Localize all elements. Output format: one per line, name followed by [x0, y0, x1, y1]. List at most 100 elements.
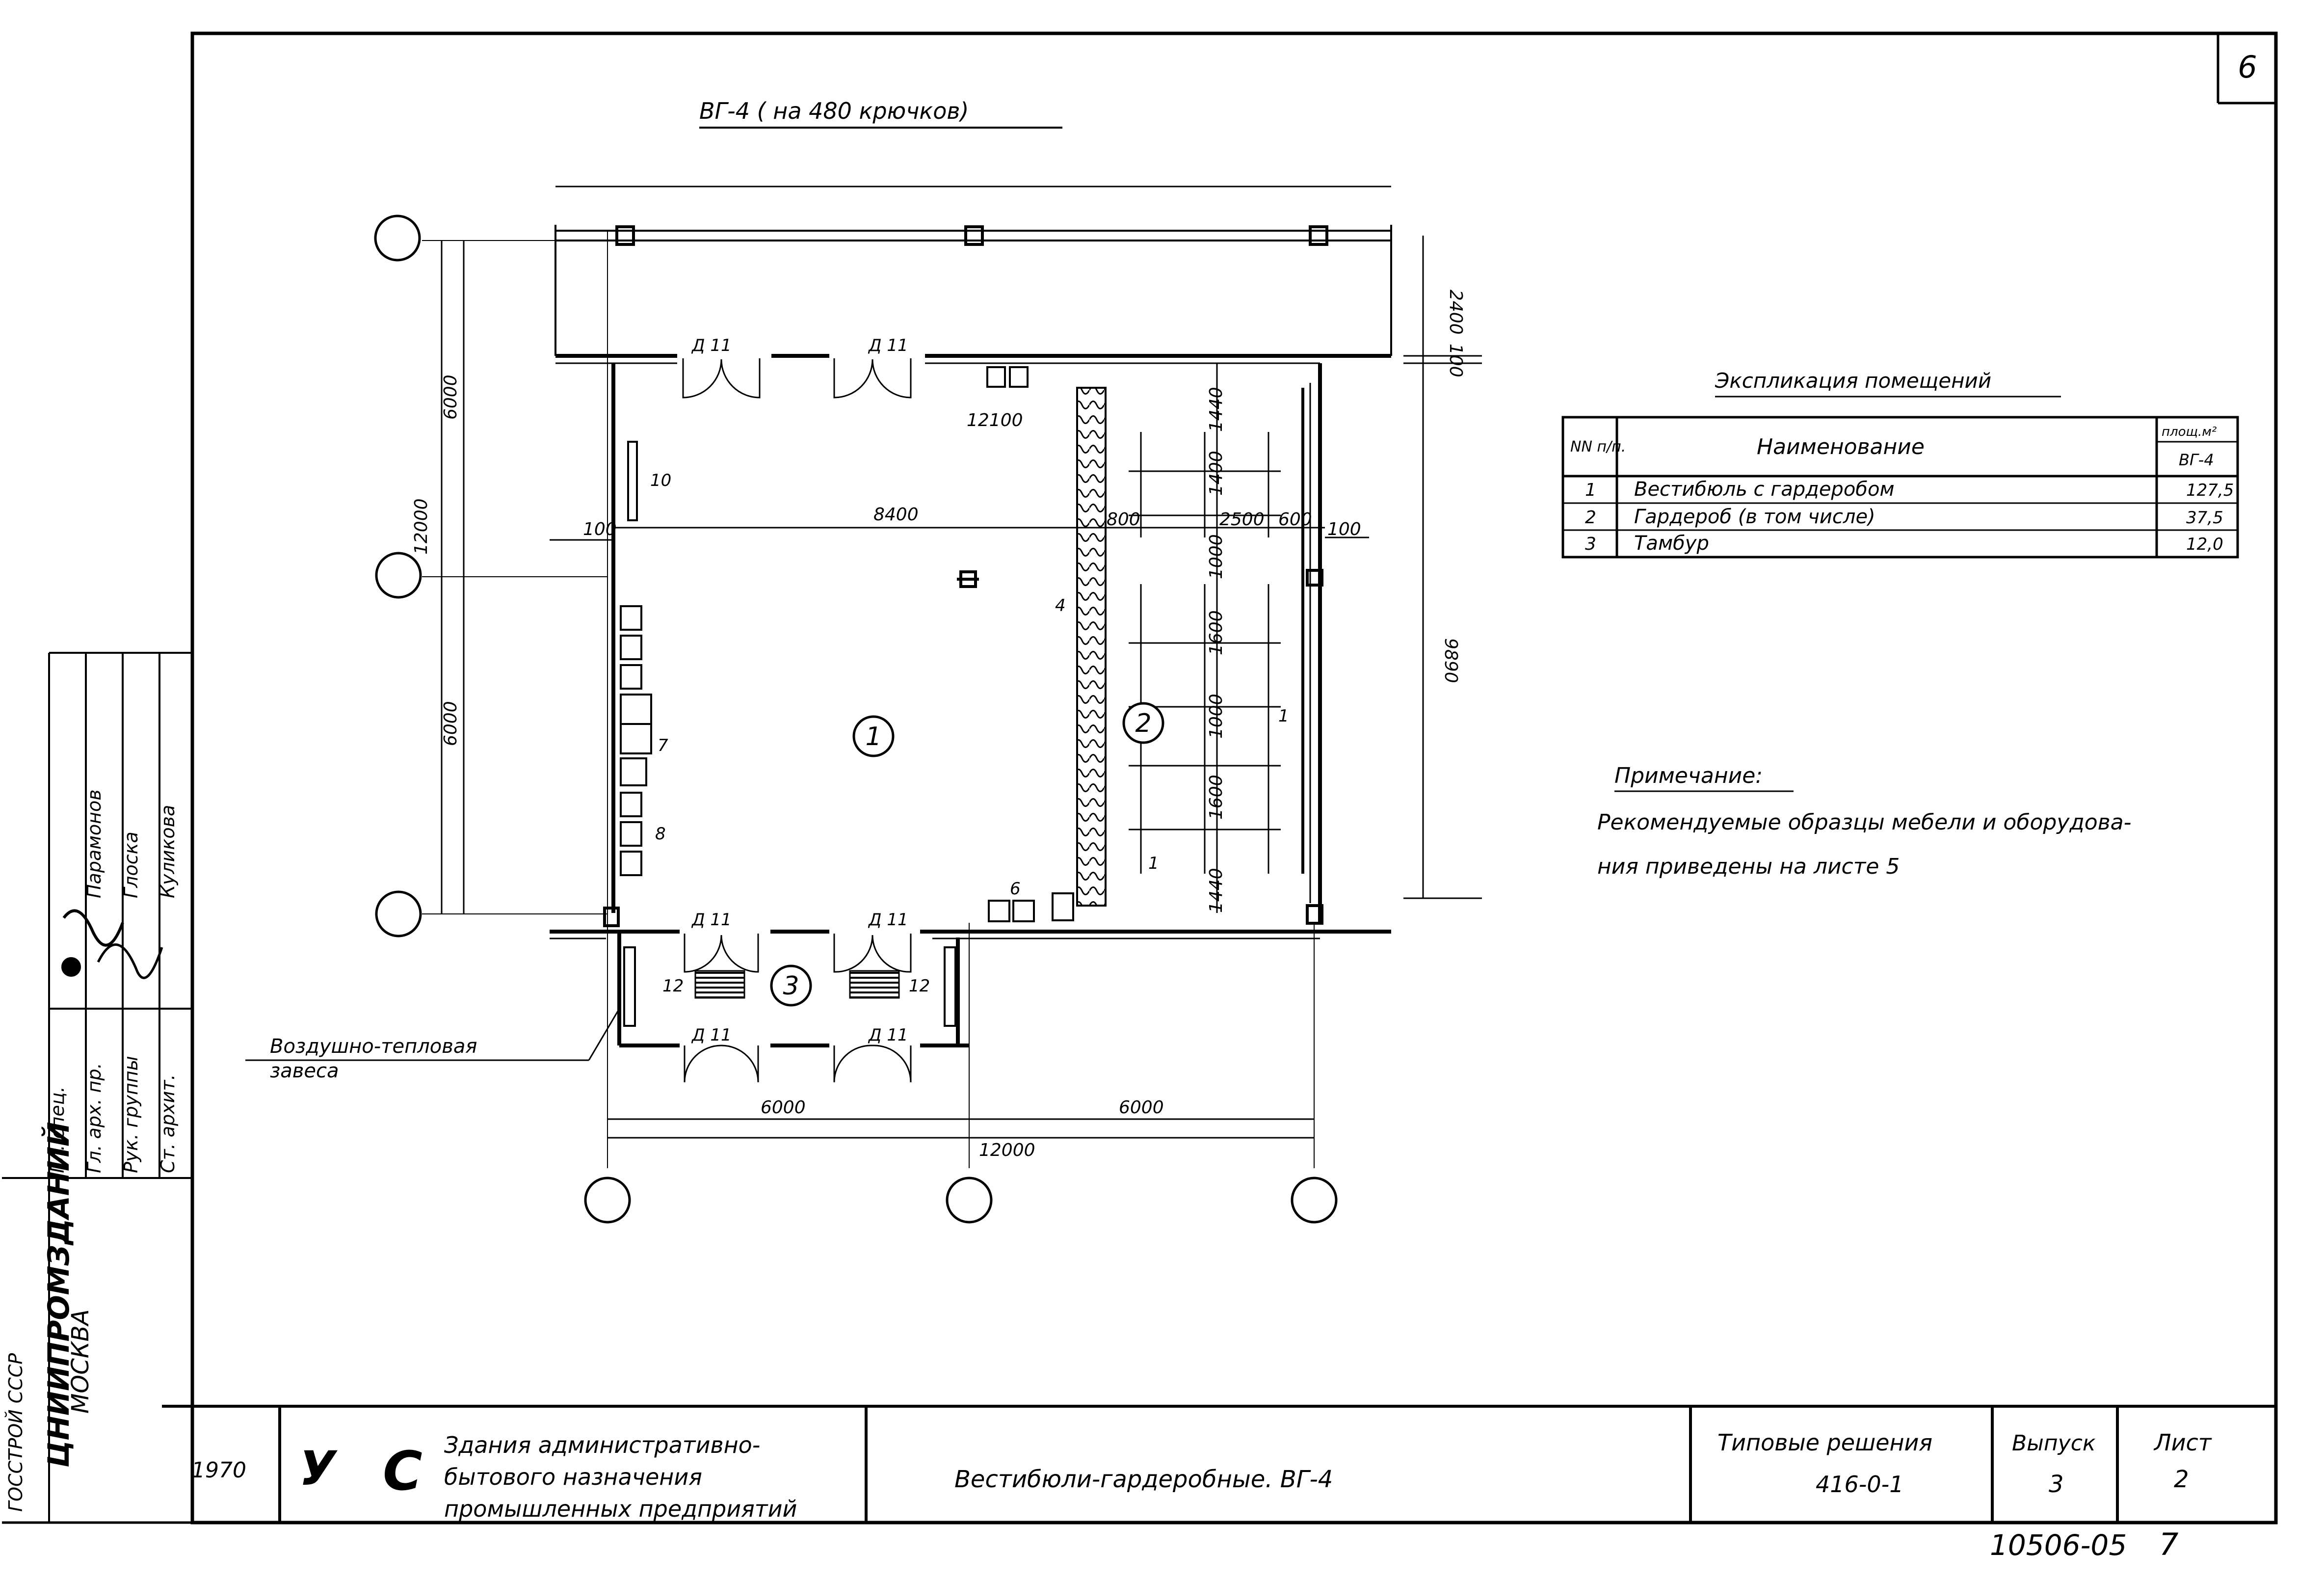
dim-100-right: 100	[1327, 519, 1361, 539]
bottom-boxes	[988, 892, 1074, 922]
explication-header-name: Наименование	[1757, 434, 1925, 459]
item-label-1b: 1	[1148, 854, 1159, 873]
door-label-top-1: Д 11	[691, 336, 732, 355]
dim-left-6000-bottom: 6000	[441, 701, 461, 746]
title-block	[162, 1405, 2276, 1523]
sheet-label: Лист	[2153, 1429, 2212, 1456]
doors	[682, 358, 912, 1083]
dim-col-1600-a: 1600	[1206, 610, 1226, 655]
dim-800: 800	[1107, 509, 1140, 530]
wall-equipment	[620, 441, 652, 876]
stamp-org-3: МОСКВА	[67, 1309, 94, 1414]
issue-label: Выпуск	[2012, 1431, 2096, 1456]
series-label: Типовые решения	[1717, 1429, 1932, 1456]
dim-9890: 9890	[1441, 638, 1461, 683]
explication-row-2-area: 37,5	[2186, 508, 2223, 528]
item-label-12b: 12	[909, 976, 930, 996]
dim-col-1600-b: 1600	[1206, 775, 1226, 820]
dim-100-left: 100	[583, 519, 617, 539]
title-mark-u: У	[299, 1441, 338, 1496]
door-label-mid-1: Д 11	[691, 910, 732, 930]
item-label-7: 7	[658, 736, 668, 755]
page-mark: 7	[2159, 1526, 2178, 1562]
plan-title: ВГ-4 ( на 480 крючков)	[699, 98, 969, 124]
dim-bottom-6000-right: 6000	[1119, 1098, 1164, 1118]
series-value: 416-0-1	[1816, 1471, 1904, 1498]
explication-row-1-no: 1	[1585, 480, 1596, 500]
dim-2400: 2400	[1446, 290, 1466, 335]
walls	[550, 354, 1391, 1047]
building-columns	[603, 569, 1323, 927]
explication-row-1-name: Вестибюль с гардеробом	[1634, 478, 1895, 501]
issue-value: 3	[2049, 1471, 2064, 1498]
explication-header-no: NN п/п.	[1570, 438, 1626, 455]
dim-left-6000-top: 6000	[441, 375, 461, 420]
sheet-value: 2	[2174, 1466, 2189, 1493]
stamp-role-1: Гл. спец.	[47, 1086, 68, 1173]
dim-inner-width: 8400	[873, 505, 919, 525]
dim-left-12000: 12000	[411, 498, 431, 555]
explication-row-3-name: Тамбур	[1634, 532, 1709, 555]
item-label-6: 6	[1010, 879, 1021, 899]
door-label-bot-1: Д 11	[691, 1025, 732, 1045]
item-label-1a: 1	[1278, 706, 1289, 726]
item-label-12a: 12	[662, 976, 684, 996]
side-stamp	[2, 652, 192, 1523]
item-label-10: 10	[650, 471, 671, 490]
sheet-frame	[2, 31, 2278, 1525]
air-curtain-label-1: Воздушно-тепловая	[270, 1035, 477, 1058]
stamp-name-2: Глоска	[120, 831, 142, 898]
explication-header-area: площ.м²	[2162, 425, 2217, 439]
dim-100-top: 100	[1446, 344, 1466, 377]
vestibule-heaters	[623, 946, 956, 1027]
stamp-org-2: ЦНИИПРОМЗДАНИЙ	[41, 1122, 76, 1468]
item-label-4: 4	[1055, 596, 1066, 616]
note-line-1: Рекомендуемые образцы мебели и оборудова…	[1597, 810, 2131, 835]
dim-col-1440-top: 1440	[1206, 387, 1226, 432]
room-number-3: 3	[783, 971, 799, 1001]
explication-title: Экспликация помещений	[1715, 369, 1991, 393]
explication-row-3-no: 3	[1585, 534, 1596, 554]
note-line-2: ния приведены на листе 5	[1597, 854, 1900, 879]
top-boxes	[986, 366, 1029, 388]
dim-col-1440-bottom: 1440	[1206, 868, 1226, 913]
room-number-1: 1	[865, 722, 881, 751]
door-label-bot-2: Д 11	[868, 1025, 908, 1045]
explication-row-2-name: Гардероб (в том числе)	[1634, 506, 1875, 528]
dim-col-1000-a: 1000	[1206, 534, 1226, 579]
room-number-2: 2	[1135, 709, 1151, 738]
dim-col-1000-b: 1000	[1206, 694, 1226, 739]
dim-bottom-6000-left: 6000	[761, 1098, 806, 1118]
stamp-name-1: Парамонов	[83, 789, 105, 898]
air-curtain-label-2: завеса	[270, 1060, 339, 1082]
copy-number: 10506-05	[1990, 1528, 2127, 1562]
title-year: 1970	[191, 1458, 246, 1483]
counter-4	[1076, 387, 1107, 907]
title-desc-1: Здания административно-	[444, 1432, 760, 1458]
stamp-org-1: ГОССТРОЙ СССР	[5, 1353, 26, 1512]
grate-left	[694, 970, 745, 999]
title-desc-2: бытового назначения	[444, 1464, 702, 1490]
title-mark-c: С	[383, 1440, 423, 1502]
stamp-role-3: Рук. группы	[120, 1056, 142, 1173]
door-label-mid-2: Д 11	[868, 910, 908, 930]
canopy-columns	[615, 225, 1328, 246]
grid-bubbles	[374, 214, 1338, 1224]
dim-2500: 2500	[1219, 509, 1265, 530]
dimension-lines	[245, 186, 1482, 1139]
floor-plan	[245, 186, 1482, 1224]
room-circles	[770, 702, 1164, 1007]
dim-col-1400: 1400	[1206, 451, 1226, 496]
dim-top-width: 12100	[967, 410, 1023, 430]
canopy	[555, 225, 1392, 356]
explication-row-3-area: 12,0	[2186, 535, 2223, 554]
title-desc-3: промышленных предприятий	[444, 1496, 797, 1522]
dim-600: 600	[1278, 509, 1312, 530]
note-title: Примечание:	[1614, 763, 1763, 788]
stamp-role-4: Ст. архит.	[157, 1074, 179, 1173]
explication-table: Экспликация помещений NN п/п. Наименован…	[1561, 369, 2239, 559]
explication-row-2-no: 2	[1585, 508, 1596, 528]
explication-row-1-area: 127,5	[2186, 481, 2234, 500]
